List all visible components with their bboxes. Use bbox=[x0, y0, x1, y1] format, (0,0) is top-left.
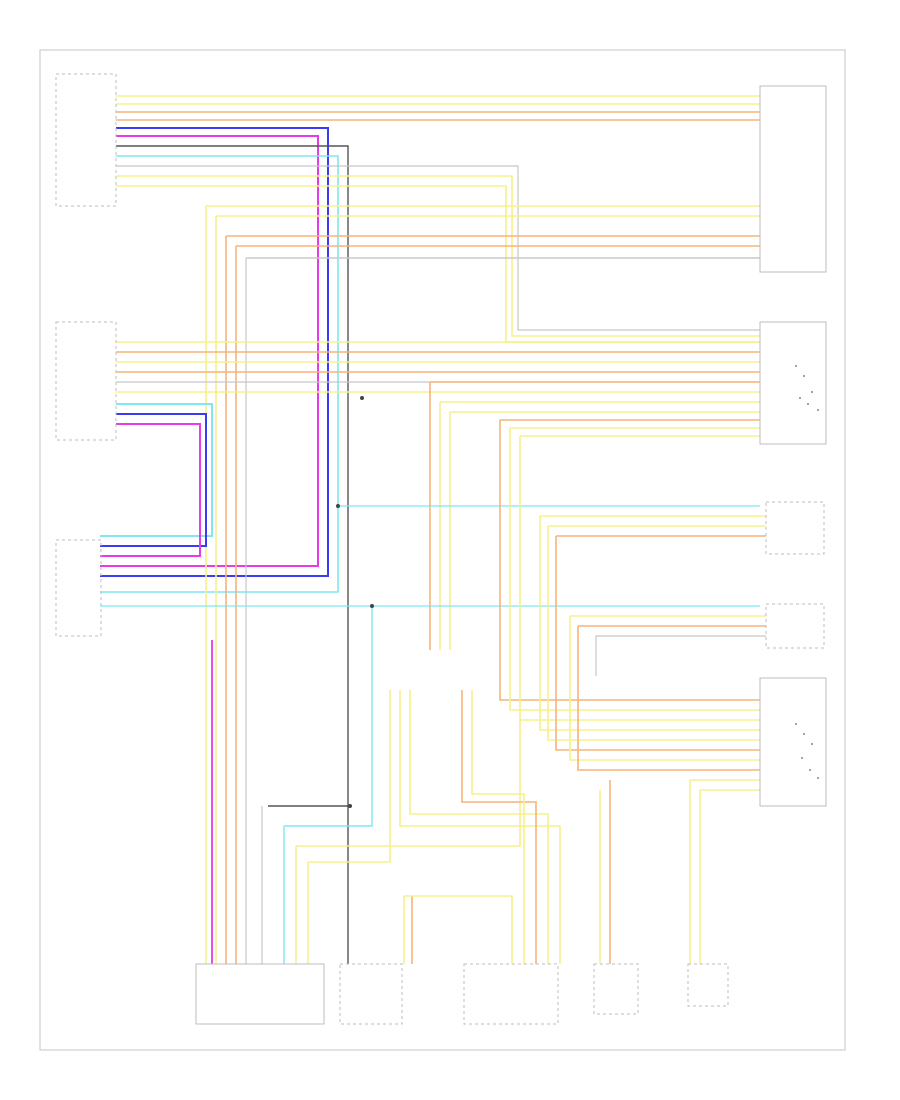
wire-b13 bbox=[471, 690, 525, 964]
left-connector-low bbox=[55, 539, 102, 637]
wire-b11 bbox=[409, 690, 549, 964]
wire-l1 bbox=[499, 420, 760, 701]
diagram-frame bbox=[39, 49, 846, 1051]
bottom-unit-1 bbox=[195, 963, 325, 1025]
left-connector-top bbox=[55, 73, 117, 207]
wire-b12 bbox=[461, 690, 537, 964]
wire-top-magenta bbox=[100, 135, 319, 567]
left-connector-mid bbox=[55, 321, 117, 441]
wire-l4 bbox=[539, 516, 760, 731]
wire-b4 bbox=[284, 606, 373, 827]
wire-top-5 bbox=[116, 165, 760, 331]
pin-markers bbox=[795, 365, 819, 779]
component-boxes bbox=[55, 73, 827, 1025]
right-unit-top bbox=[759, 85, 827, 273]
wire-top-cyan bbox=[100, 155, 339, 593]
wire-top-black bbox=[116, 145, 349, 964]
wire-m-cyan bbox=[100, 403, 213, 537]
wire-l2 bbox=[509, 428, 760, 711]
wire-m-blue bbox=[100, 413, 207, 547]
wire-b6 bbox=[296, 720, 521, 847]
wire-top-6 bbox=[116, 175, 760, 337]
wire-l6 bbox=[555, 536, 760, 751]
bottom-unit-4 bbox=[593, 963, 639, 1015]
bottom-unit-2 bbox=[339, 963, 403, 1025]
wire-b10 bbox=[399, 690, 561, 964]
wire-l7 bbox=[569, 616, 760, 761]
right-small-b bbox=[765, 603, 825, 649]
right-unit-low bbox=[759, 677, 827, 807]
wire-b16 bbox=[404, 895, 513, 964]
wire-l5 bbox=[547, 526, 760, 741]
wire-layer bbox=[100, 95, 766, 964]
bottom-unit-3 bbox=[463, 963, 559, 1025]
right-unit-mid bbox=[759, 321, 827, 445]
wire-l8 bbox=[577, 626, 760, 771]
wire-b8 bbox=[308, 690, 391, 863]
wire-sb3 bbox=[595, 635, 766, 676]
junction-dots bbox=[336, 396, 374, 808]
right-small-a bbox=[765, 501, 825, 555]
bottom-unit-5 bbox=[687, 963, 729, 1007]
wire-m-mag bbox=[100, 423, 201, 557]
